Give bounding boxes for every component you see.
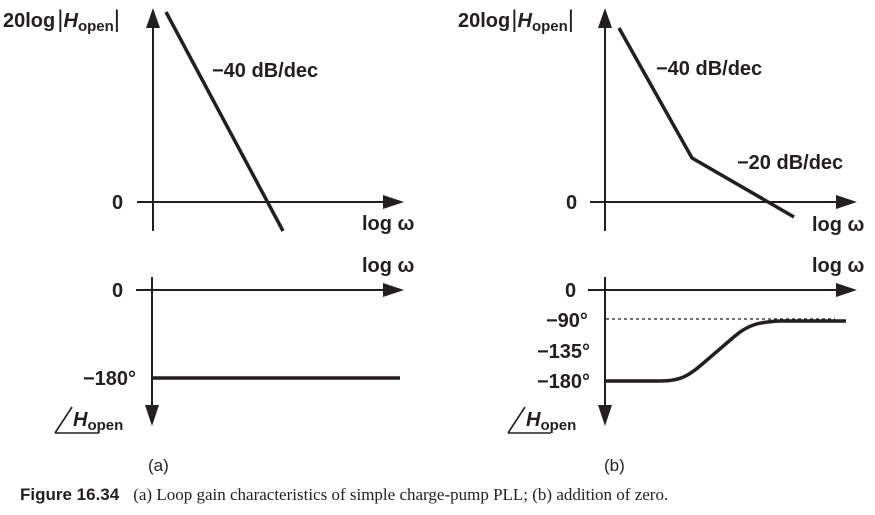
arrow-down-icon [598, 405, 612, 426]
m135-tick-label: −135° [537, 341, 590, 363]
angle-icon [507, 406, 551, 434]
arrow-right-icon [383, 195, 404, 209]
arrow-up-icon [598, 8, 612, 28]
slope2-label: −20 dB/dec [737, 152, 843, 174]
figure-caption: Figure 16.34 (a) Loop gain characteristic… [20, 485, 668, 504]
arrow-right-icon [383, 283, 404, 297]
y-axis-label: Hopen [526, 409, 576, 434]
caption-text: (a) Loop gain characteristics of simple … [133, 485, 668, 504]
panel-a-phase-plot: log ω 0 −180° Hopen [54, 255, 415, 434]
x-axis-label: log ω [812, 214, 865, 236]
m90-tick-label: −90° [546, 310, 588, 332]
panel-a-magnitude-plot: 20log|Hopen| −40 dB/dec 0 log ω [3, 6, 415, 235]
zero-tick-label: 0 [112, 280, 123, 302]
slope1-label: −40 dB/dec [656, 58, 762, 80]
x-axis-label: log ω [362, 255, 415, 277]
arrow-down-icon [145, 405, 159, 426]
magnitude-line [164, 11, 285, 232]
panel-a-sublabel: (a) [148, 456, 169, 475]
y-axis-label: 20log|Hopen| [3, 6, 120, 35]
slope-label: −40 dB/dec [212, 60, 318, 82]
zero-tick-label: 0 [566, 192, 577, 214]
arrow-right-icon [836, 283, 857, 297]
m180-tick-label: −180° [537, 371, 590, 393]
y-axis-label: Hopen [73, 409, 123, 434]
magnitude-line [617, 27, 795, 219]
y-axis-label: 20log|Hopen| [458, 6, 574, 35]
x-axis-label: log ω [362, 213, 415, 235]
panel-b-magnitude-plot: 20log|Hopen| −40 dB/dec −20 dB/dec 0 log… [458, 6, 865, 236]
x-axis-label: log ω [812, 255, 865, 277]
panel-b-phase-plot: log ω 0 −90° −135° −180° Hopen [507, 255, 865, 434]
zero-tick-label: 0 [112, 192, 123, 214]
arrow-up-icon [146, 8, 160, 28]
panel-b-sublabel: (b) [604, 456, 625, 475]
angle-icon [54, 406, 99, 434]
arrow-right-icon [836, 195, 857, 209]
zero-tick-label: 0 [565, 280, 576, 302]
figure-number: Figure 16.34 [20, 485, 120, 504]
m180-tick-label: −180° [83, 368, 136, 390]
phase-curve [605, 319, 846, 383]
